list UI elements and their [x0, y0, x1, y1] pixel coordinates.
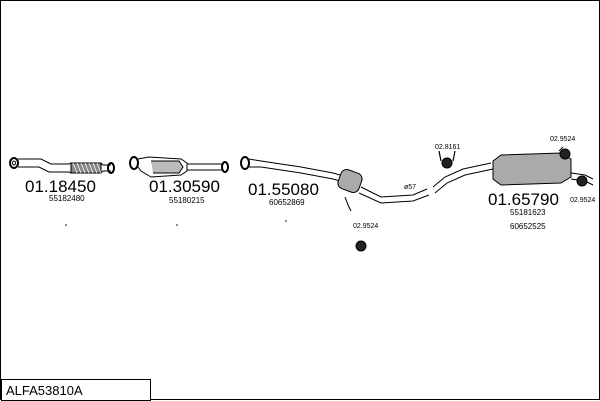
accessory-label-3: 02.9524	[570, 197, 596, 204]
diagram-title: ALFA53810A	[6, 383, 83, 398]
oem-number-3: 60652869	[269, 198, 305, 207]
oem-number-4b: 60652525	[510, 222, 546, 231]
accessory-label-4: 02.9524	[353, 223, 379, 230]
oem-number-1: 55182480	[49, 194, 85, 203]
part-number-3: 01.55080	[248, 180, 319, 199]
part-number-1: 01.18450	[25, 177, 96, 196]
accessory-label-2: 02.9524	[550, 136, 576, 143]
center-muffler-drawing	[129, 156, 229, 178]
pipe-size-label: ø57	[404, 184, 417, 191]
part-number-4: 01.65790	[488, 190, 559, 209]
front-pipe-drawing	[9, 157, 115, 174]
title-box: ALFA53810A	[1, 379, 151, 401]
oem-number-4a: 55181623	[510, 208, 546, 217]
rear-muffler-drawing	[432, 146, 594, 194]
part-number-2: 01.30590	[149, 177, 220, 196]
hanger-drawings	[344, 148, 588, 252]
middle-silencer-drawing	[240, 156, 430, 204]
oem-number-2: 55180215	[169, 196, 205, 205]
accessory-label-1: 02.8161	[435, 144, 461, 151]
